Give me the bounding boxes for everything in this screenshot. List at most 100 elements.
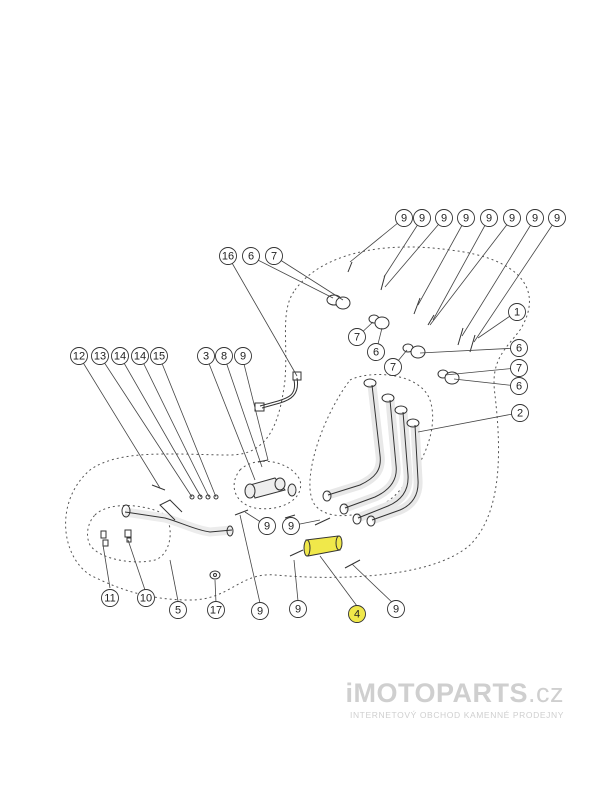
header-pipes	[322, 378, 423, 527]
callout-circle	[348, 328, 366, 346]
callout-label: 16	[222, 251, 234, 263]
callout-2: 2	[511, 404, 529, 422]
watermark: iMOTOPARTS.cz INTERNETOVÝ OBCHOD KAMENNÉ…	[345, 680, 564, 721]
callout-circle	[348, 605, 366, 623]
callout-label: 7	[516, 363, 522, 375]
watermark-brand: iMOTOPARTS.cz	[345, 680, 564, 707]
callout-17: 17	[207, 601, 225, 619]
callout-circle	[548, 209, 566, 227]
callout-label: 9	[264, 521, 270, 533]
callout-9: 9	[548, 209, 566, 227]
callout-circle	[387, 600, 405, 618]
callout-5: 5	[169, 601, 187, 619]
callout-circle	[503, 209, 521, 227]
callout-label: 6	[373, 347, 379, 359]
callout-circle	[435, 209, 453, 227]
callout-9: 9	[289, 600, 307, 618]
sensor-wire	[254, 371, 302, 412]
callout-label: 9	[554, 213, 560, 225]
callout-label: 9	[441, 213, 447, 225]
callout-circle	[384, 358, 402, 376]
callout-9: 9	[457, 209, 475, 227]
callout-8: 8	[215, 347, 233, 365]
callout-circle	[234, 347, 252, 365]
callout-label: 5	[175, 605, 181, 617]
callout-circle	[508, 303, 526, 321]
callout-circle	[70, 347, 88, 365]
callout-label: 8	[221, 351, 227, 363]
link-pipe	[121, 499, 234, 537]
callout-9: 9	[480, 209, 498, 227]
callout-circle	[367, 343, 385, 361]
callout-label: 9	[257, 606, 263, 618]
callout-circle	[510, 377, 528, 395]
callout-9: 9	[251, 602, 269, 620]
callout-circle	[197, 347, 215, 365]
callout-circle	[265, 247, 283, 265]
callout-label: 9	[240, 351, 246, 363]
end-tips	[244, 477, 297, 499]
callout-label: 4	[354, 609, 360, 621]
callout-16: 16	[219, 247, 237, 265]
callout-circle	[289, 600, 307, 618]
callout-6: 6	[367, 343, 385, 361]
callout-6: 6	[510, 377, 528, 395]
callout-label: 9	[509, 213, 515, 225]
callout-circle	[510, 359, 528, 377]
callout-9: 9	[282, 517, 300, 535]
callout-label: 9	[393, 604, 399, 616]
callout-label: 12	[73, 351, 85, 363]
callout-circle	[137, 589, 155, 607]
callout-label: 7	[271, 251, 277, 263]
callout-circle	[91, 347, 109, 365]
callout-14: 14	[111, 347, 129, 365]
callout-1: 1	[508, 303, 526, 321]
callout-label: 9	[401, 213, 407, 225]
callout-label: 6	[516, 381, 522, 393]
callout-circle	[111, 347, 129, 365]
callout-label: 9	[419, 213, 425, 225]
callout-label: 11	[104, 593, 115, 605]
callout-label: 9	[532, 213, 538, 225]
callout-9: 9	[503, 209, 521, 227]
callout-circle	[207, 601, 225, 619]
callout-label: 14	[114, 351, 126, 363]
part-4-connector	[303, 535, 343, 557]
watermark-brand-c: .cz	[527, 678, 564, 708]
watermark-brand-b: PARTS	[435, 678, 528, 708]
assembly-outline-links	[87, 505, 171, 563]
callout-label: 9	[288, 521, 294, 533]
callout-3: 3	[197, 347, 215, 365]
callout-label: 9	[463, 213, 469, 225]
watermark-tagline: INTERNETOVÝ OBCHOD KAMENNÉ PRODEJNY	[349, 710, 564, 720]
callout-label: 7	[354, 332, 360, 344]
callout-circle	[215, 347, 233, 365]
small-parts	[100, 494, 221, 580]
callout-circle	[101, 589, 119, 607]
callout-circle	[395, 209, 413, 227]
callout-7: 7	[348, 328, 366, 346]
callout-circle	[169, 601, 187, 619]
callout-label: 9	[486, 213, 492, 225]
callout-9: 9	[435, 209, 453, 227]
callout-circle	[511, 404, 529, 422]
callout-label: 15	[153, 351, 165, 363]
callout-circle	[413, 209, 431, 227]
callout-9: 9	[526, 209, 544, 227]
callout-label: 14	[134, 351, 146, 363]
callout-circle	[219, 247, 237, 265]
watermark-brand-a: iMOTO	[345, 678, 436, 708]
callout-circle	[526, 209, 544, 227]
callout-label: 6	[516, 343, 522, 355]
callout-7: 7	[265, 247, 283, 265]
callout-9: 9	[395, 209, 413, 227]
callout-circle	[457, 209, 475, 227]
callout-9: 9	[413, 209, 431, 227]
callout-label: 2	[517, 408, 523, 420]
callout-9: 9	[387, 600, 405, 618]
callout-circle	[510, 339, 528, 357]
callout-circle	[150, 347, 168, 365]
callout-15: 15	[150, 347, 168, 365]
